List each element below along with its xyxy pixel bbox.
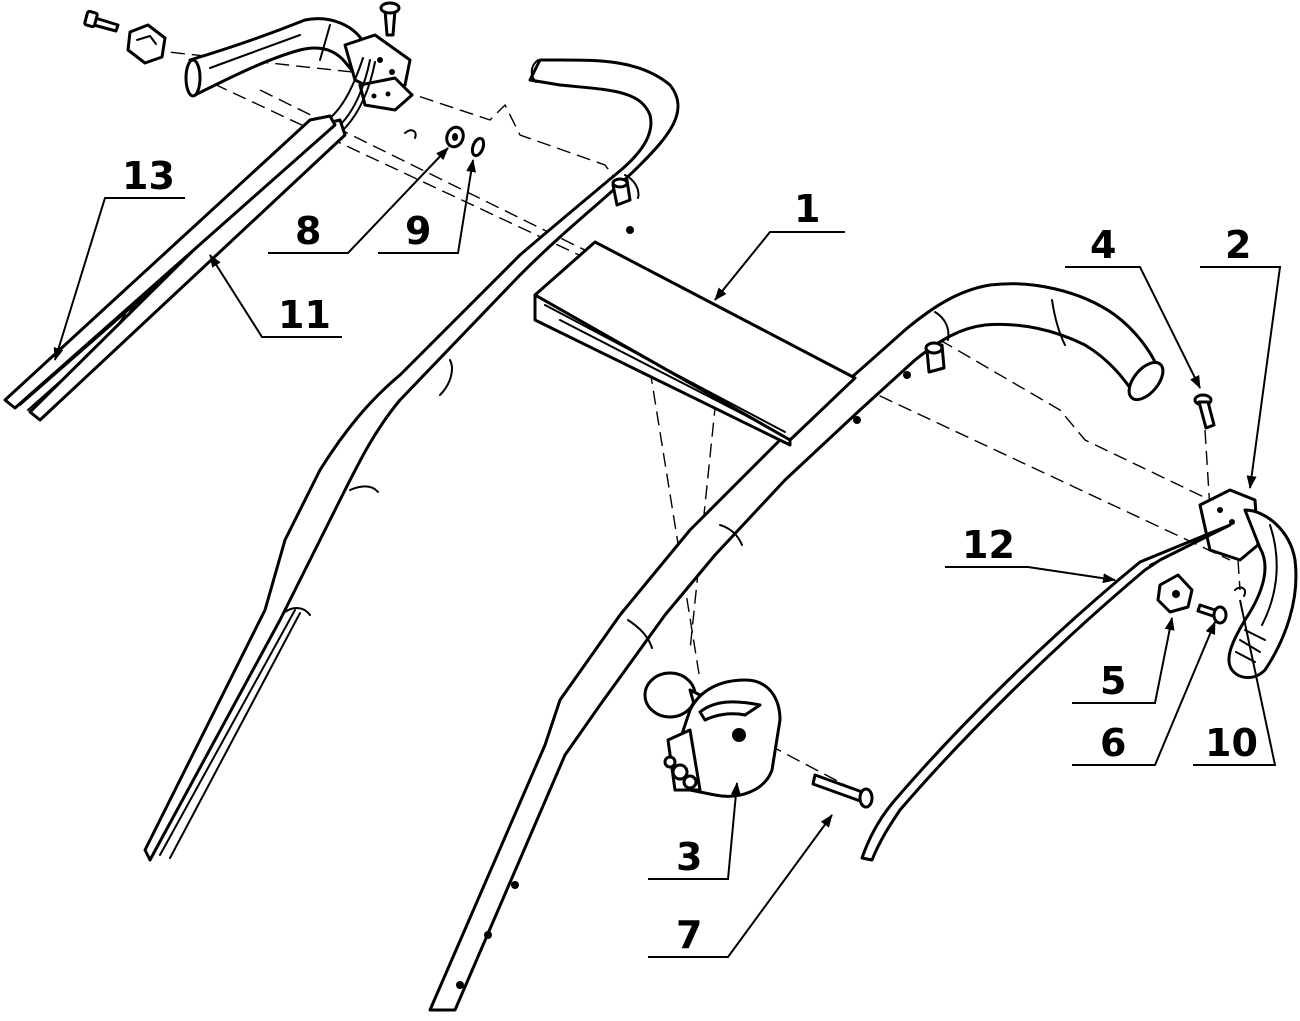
- callout-2: 2: [1225, 223, 1251, 267]
- callout-1: 1: [794, 187, 820, 231]
- callout-6: 6: [1100, 721, 1126, 765]
- callout-leaders: [53, 147, 1282, 958]
- callout-12: 12: [962, 523, 1015, 567]
- callout-numbers: 1 2 3 4 5 6 7 8 9 10 11 12 13: [122, 154, 1258, 957]
- callout-11: 11: [278, 293, 331, 337]
- handle-frame: [143, 58, 1165, 1012]
- callout-7: 7: [676, 913, 702, 957]
- right-control-assembly: [860, 393, 1298, 862]
- callout-5: 5: [1100, 659, 1126, 703]
- callout-8: 8: [295, 209, 321, 253]
- callout-4: 4: [1090, 223, 1116, 267]
- callout-13: 13: [122, 154, 175, 198]
- control-box: [643, 671, 874, 809]
- left-control-assembly: [3, 1, 486, 422]
- callout-9: 9: [405, 209, 431, 253]
- callout-3: 3: [676, 835, 702, 879]
- callout-10: 10: [1205, 721, 1258, 765]
